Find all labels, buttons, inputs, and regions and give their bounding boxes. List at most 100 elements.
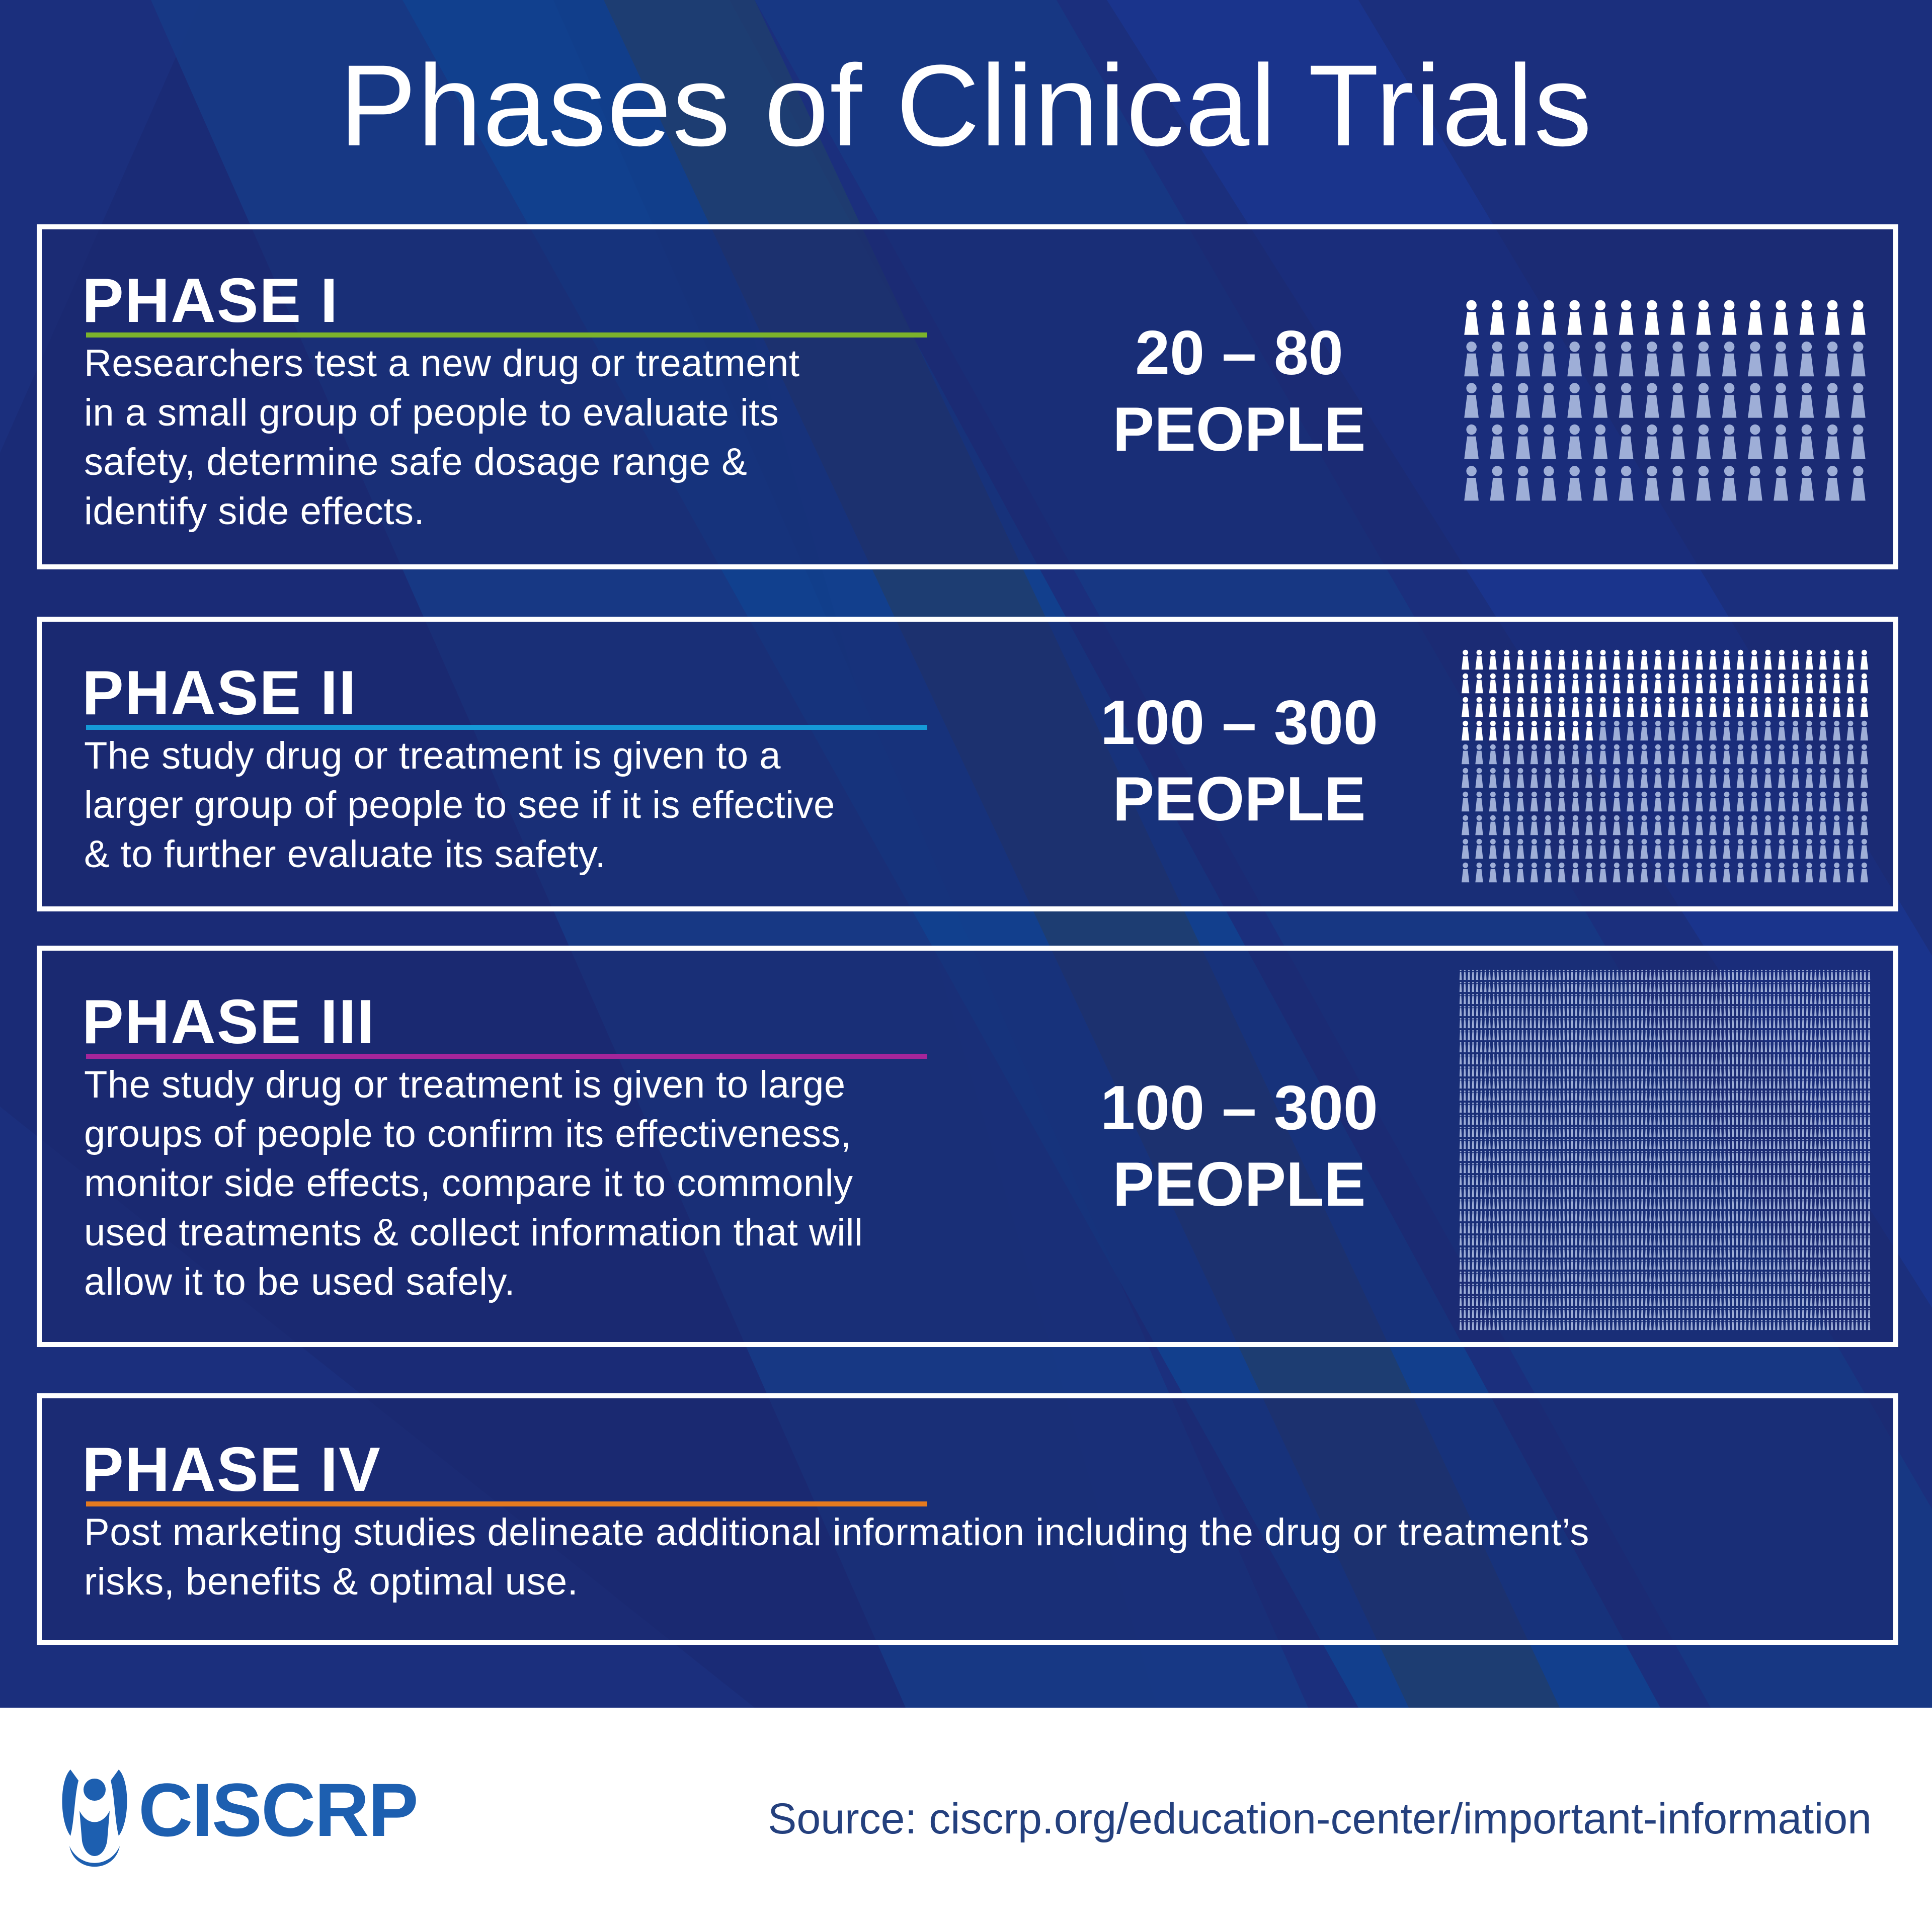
person-icon-head — [1852, 981, 1854, 984]
person-icon — [1802, 1189, 1804, 1198]
person-icon — [1856, 1105, 1858, 1113]
person-icon-head — [1579, 1211, 1581, 1213]
person-icon-head — [1653, 969, 1656, 972]
person-icon — [1542, 1020, 1545, 1029]
person-icon-head — [1505, 1030, 1507, 1032]
person-icon-head — [1732, 1187, 1734, 1189]
person-icon-head — [1493, 1211, 1495, 1213]
person-icon-head — [1621, 1187, 1623, 1189]
person-icon — [1476, 1056, 1479, 1065]
person-icon-head — [1505, 993, 1507, 996]
person-icon-head — [1521, 1138, 1523, 1141]
person-icon-head — [1555, 1102, 1557, 1105]
person-icon-head — [1773, 1054, 1775, 1056]
person-icon — [1542, 1165, 1545, 1173]
person-icon — [1695, 1189, 1697, 1198]
person-icon-head — [1608, 1138, 1610, 1141]
person-icon — [1459, 1117, 1462, 1125]
person-icon — [1674, 1056, 1676, 1065]
person-icon-head — [1493, 1005, 1495, 1008]
person-icon-head — [1637, 1211, 1639, 1213]
person-icon-head — [1728, 1199, 1730, 1201]
person-icon-head — [1649, 1199, 1651, 1201]
person-icon-head — [1653, 1174, 1656, 1177]
person-icon — [1810, 1032, 1813, 1041]
count-range: 100 – 300 — [1100, 688, 1378, 758]
person-icon — [1649, 1153, 1652, 1161]
person-icon — [1810, 1117, 1813, 1125]
person-icon — [1653, 1153, 1656, 1161]
person-icon-head — [1649, 1054, 1651, 1056]
person-icon-head — [1575, 1162, 1577, 1165]
person-icon — [1637, 996, 1639, 1004]
person-icon — [1736, 984, 1738, 992]
person-icon — [1699, 1105, 1701, 1113]
person-icon-head — [1637, 1114, 1639, 1117]
person-icon — [1637, 1141, 1639, 1149]
person-icon — [1525, 996, 1528, 1004]
person-icon-head — [1670, 1054, 1672, 1056]
person-icon-head — [1559, 1005, 1561, 1008]
person-icon — [1629, 1044, 1631, 1053]
person-icon — [1856, 1117, 1858, 1125]
person-icon-head — [1698, 383, 1709, 393]
person-icon — [1591, 1008, 1594, 1017]
person-icon-head — [1538, 1054, 1540, 1056]
person-icon-head — [1484, 1018, 1486, 1020]
person-icon-head — [1513, 1005, 1515, 1008]
person-icon-head — [1678, 1078, 1680, 1080]
person-icon — [1798, 1044, 1800, 1053]
person-icon — [1645, 972, 1648, 980]
person-icon-head — [1752, 1005, 1754, 1008]
person-icon-head — [1534, 981, 1536, 984]
person-icon-head — [1678, 1066, 1680, 1068]
person-icon-head — [1517, 720, 1523, 726]
person-icon-head — [1678, 1211, 1680, 1213]
person-icon — [1752, 984, 1755, 992]
person-icon-head — [1555, 1211, 1557, 1213]
person-icon-head — [1769, 1138, 1771, 1141]
person-icon — [1715, 1068, 1718, 1077]
person-icon-head — [1501, 1102, 1503, 1105]
person-icon — [1599, 1201, 1602, 1210]
person-icon — [1789, 1177, 1792, 1186]
person-icon — [1488, 1213, 1491, 1222]
person-icon — [1727, 1068, 1730, 1077]
person-icon-head — [1464, 1199, 1466, 1201]
person-icon-head — [1546, 1162, 1548, 1165]
person-icon — [1686, 1141, 1689, 1149]
person-icon — [1496, 1105, 1499, 1113]
person-icon — [1868, 1056, 1871, 1065]
person-icon-head — [1823, 1005, 1825, 1008]
person-icon-head — [1682, 993, 1684, 996]
person-icon-head — [1777, 1138, 1780, 1141]
person-icon-head — [1521, 1174, 1523, 1177]
person-icon-head — [1460, 1090, 1462, 1093]
person-icon — [1627, 845, 1635, 859]
person-icon-head — [1517, 649, 1523, 655]
person-icon — [1649, 1008, 1652, 1017]
person-icon — [1571, 656, 1579, 670]
person-icon-head — [1682, 1162, 1684, 1165]
person-icon-head — [1591, 1005, 1594, 1008]
person-icon — [1868, 1117, 1871, 1125]
person-icon — [1591, 1093, 1594, 1101]
person-icon — [1530, 1201, 1532, 1210]
person-icon — [1521, 1056, 1524, 1065]
person-icon — [1670, 1044, 1672, 1053]
person-icon — [1839, 1141, 1841, 1149]
person-icon-head — [1790, 1042, 1792, 1044]
person-icon-head — [1493, 1078, 1495, 1080]
person-icon — [1612, 996, 1615, 1004]
person-icon — [1760, 1177, 1763, 1186]
person-icon — [1645, 1117, 1648, 1125]
person-icon-head — [1868, 1054, 1870, 1056]
person-icon — [1715, 1032, 1718, 1041]
person-icon — [1554, 996, 1557, 1004]
person-icon — [1670, 1153, 1672, 1161]
person-icon — [1794, 1141, 1796, 1149]
person-icon-head — [1542, 1030, 1544, 1032]
count-range: 20 – 80 — [1135, 318, 1343, 388]
person-icon-head — [1695, 969, 1697, 972]
person-icon — [1777, 1044, 1780, 1053]
